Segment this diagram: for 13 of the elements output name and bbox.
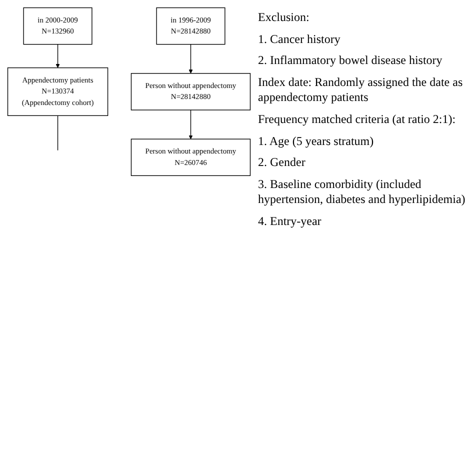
arrow (56, 44, 60, 68)
note-text: 1. Age (5 years stratum) (258, 134, 375, 150)
note-text: 2. Gender (258, 155, 306, 171)
arrow (188, 44, 193, 74)
note-text: 1. Cancer history (258, 32, 342, 48)
note-text: Exclusion: (258, 10, 310, 26)
note-text: 2. Inflammatory bowel disease history (258, 53, 444, 69)
connector (57, 115, 58, 151)
note-text: 3. Baseline comorbidity (included hypertension, diabetes and hyperlipidemia) (258, 176, 466, 208)
note-text: Frequency matched criteria (at ratio 2:1): (258, 112, 457, 128)
note-text: 4. Entry-year (258, 214, 322, 230)
note-text: Index date: Randomly assigned the date as appendectomy patients (258, 74, 464, 106)
arrow (188, 110, 193, 140)
